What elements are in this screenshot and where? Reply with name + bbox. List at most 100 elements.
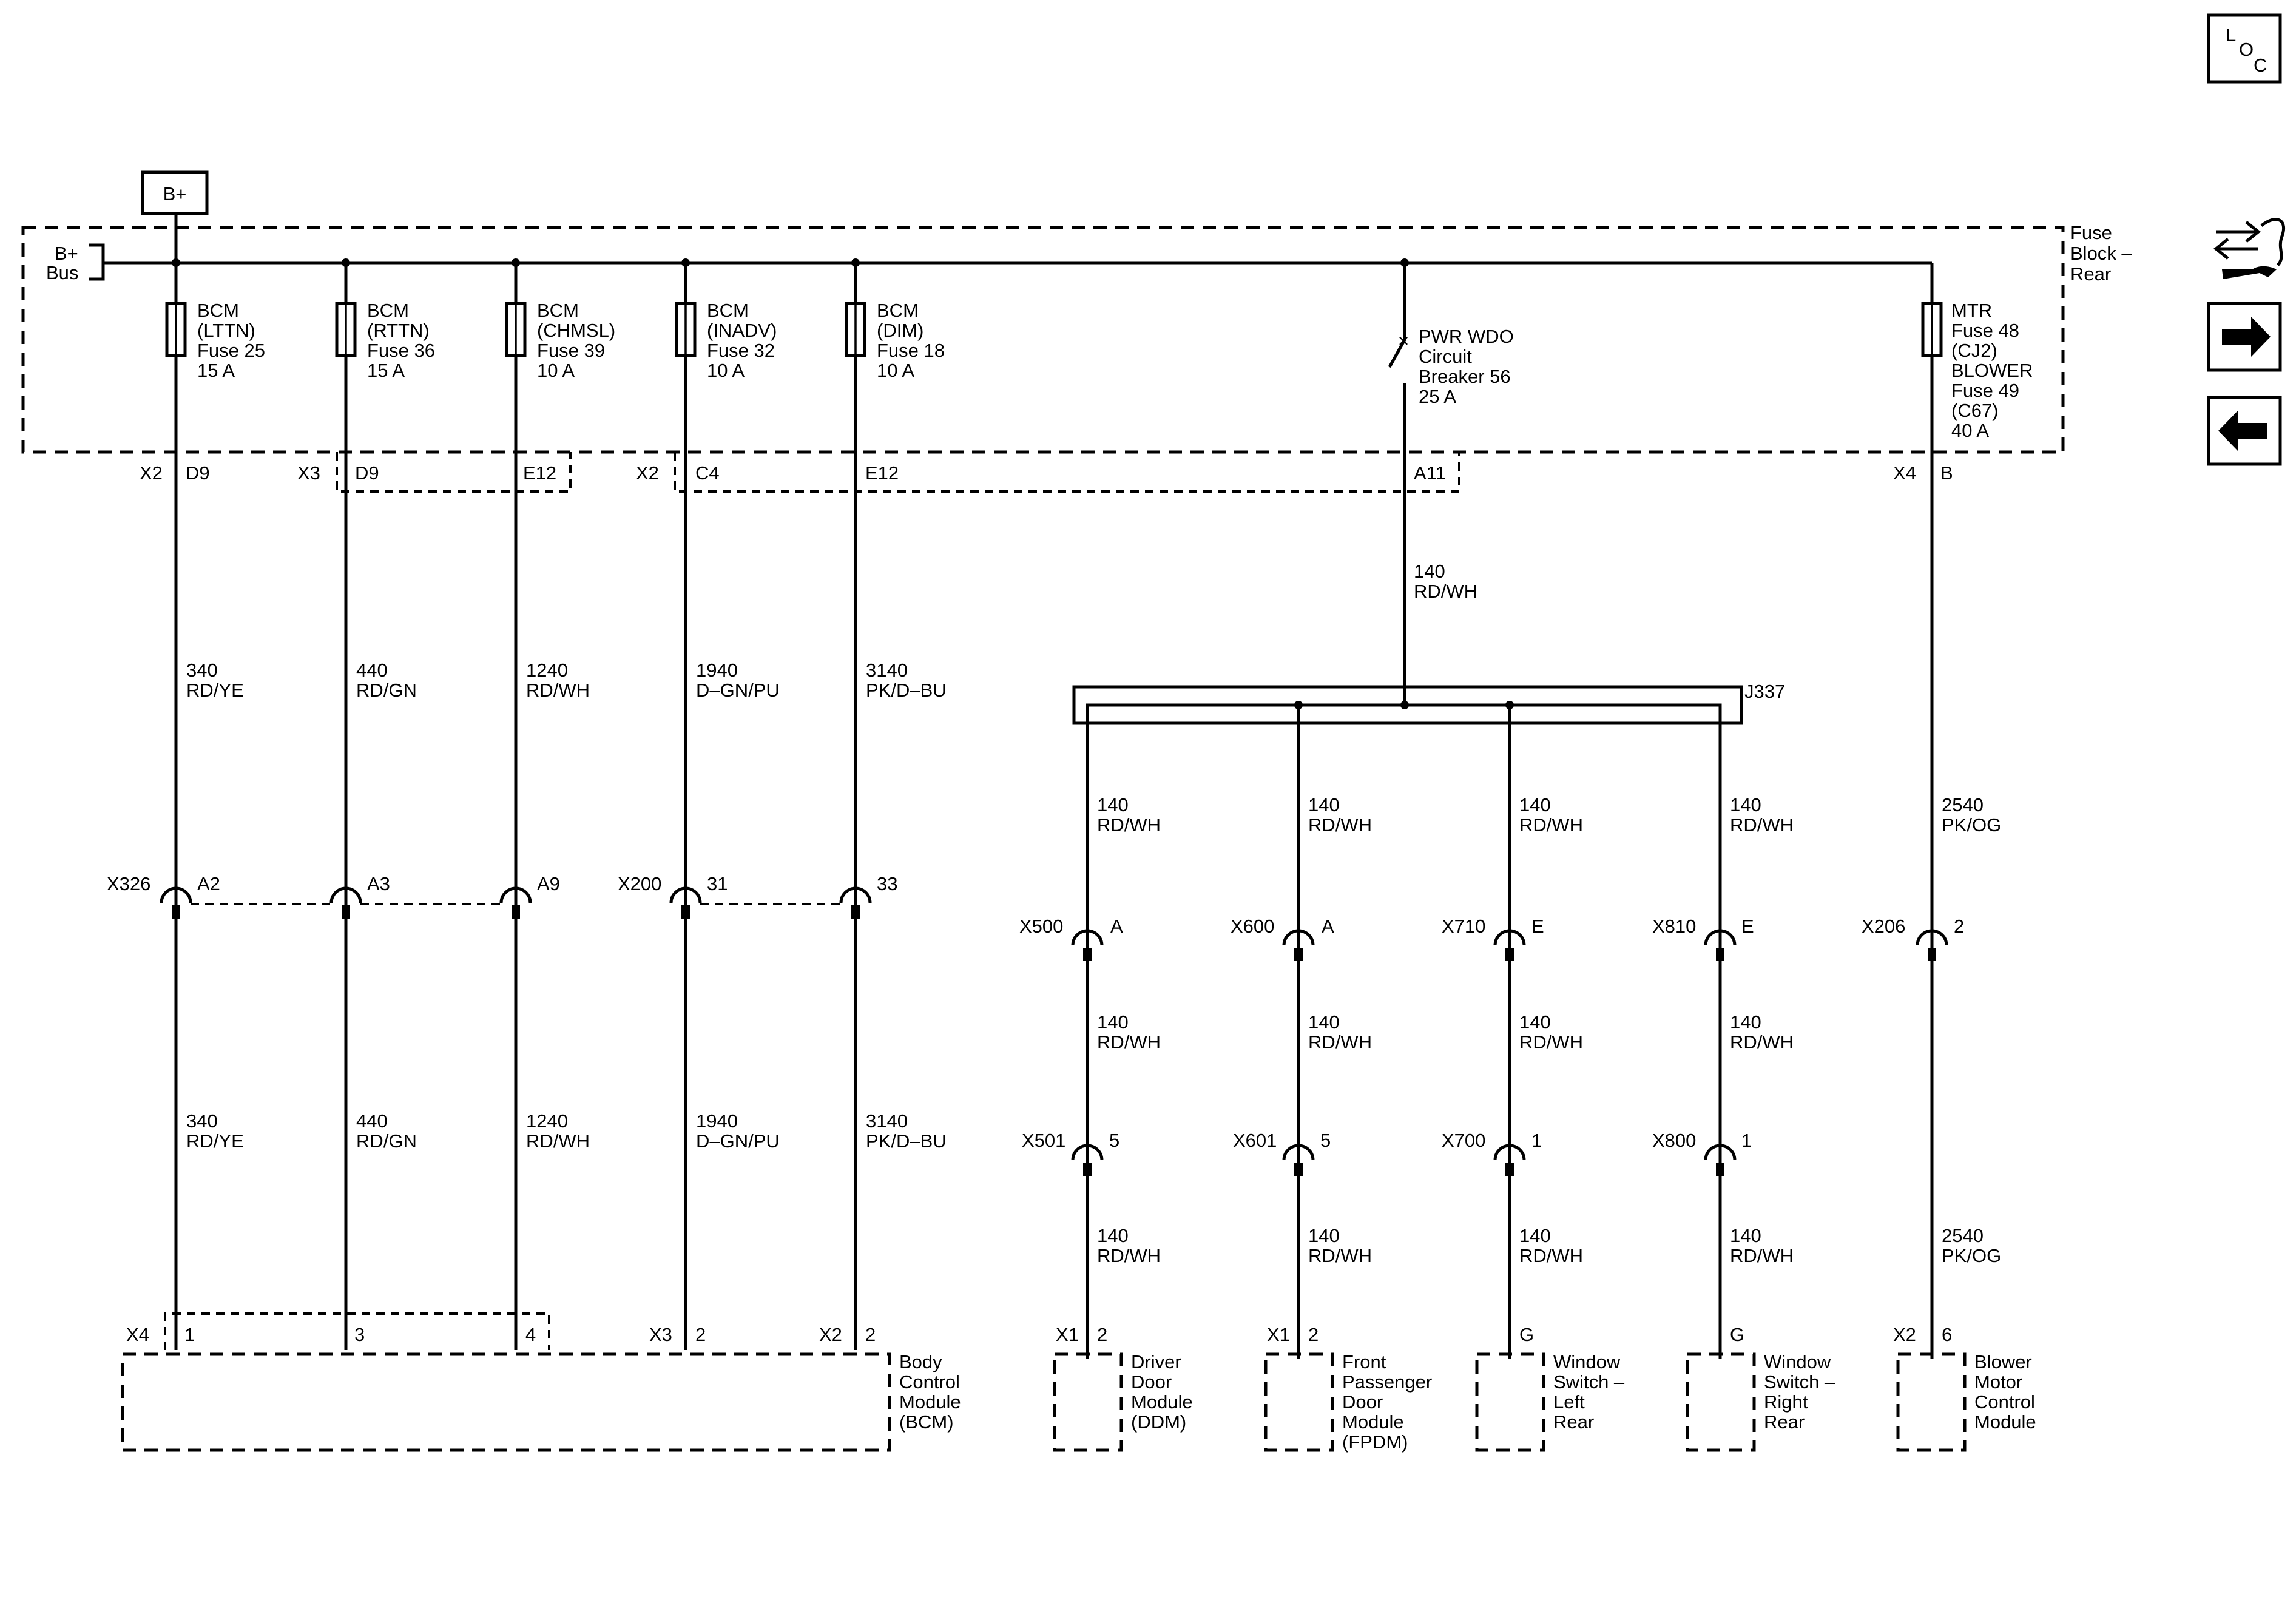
wire-440-upper-num: 440 (356, 660, 388, 681)
fuse-block-rear-outline (21, 226, 2065, 454)
branch-4-wire3-color: RD/WH (1730, 1245, 1794, 1266)
x206-conn-label: X206 (1862, 916, 1905, 937)
branch-2-wire1-color: RD/WH (1308, 814, 1372, 836)
branch-4-wire2-num: 140 (1730, 1011, 1761, 1033)
fuse-3-line-3: Fuse 39 (537, 340, 605, 361)
branch-2-conn2: X601 (1233, 1130, 1277, 1151)
fb-pin-2-pin: D9 (355, 462, 379, 484)
fuse-inadv (675, 263, 697, 357)
x326-pin-a3: A3 (367, 873, 390, 894)
fuse-2-line-4: 15 A (367, 360, 405, 381)
fuse-block-x2-connector-outline (674, 452, 1460, 493)
blower-module-line-3: Control (1974, 1391, 2035, 1413)
blower-module-line-1: Blower (1974, 1351, 2032, 1372)
fuse-mtr-blower (1921, 263, 1943, 357)
fb-pin-1-pin: D9 (186, 462, 210, 484)
branch-4-wire3-num: 140 (1730, 1225, 1761, 1246)
wire-1940-lower-color: D–GN/PU (696, 1130, 780, 1152)
fuse-5-line-3: Fuse 18 (877, 340, 945, 361)
bcm-module-line-1: Body (899, 1351, 942, 1372)
fpdm-line-1: Front (1342, 1351, 1386, 1372)
arrow-left-icon (2218, 411, 2267, 451)
loc-letter-c: C (2254, 55, 2267, 76)
fuse-6-line-2: Fuse 48 (1951, 320, 2019, 341)
fuse-1-line-4: 15 A (197, 360, 235, 381)
wire-2540-upper-num: 2540 (1942, 794, 1984, 815)
blower-mpin: 6 (1942, 1324, 1952, 1345)
fuse-5-line-4: 10 A (877, 360, 914, 381)
window-switch-right-rear-outline (1686, 1352, 1756, 1452)
wire-340-upper-num: 340 (186, 660, 218, 681)
fuse-3-line-4: 10 A (537, 360, 575, 381)
ws-left-line-3: Left (1553, 1391, 1585, 1413)
branch-2-wire2-color: RD/WH (1308, 1031, 1372, 1053)
branch-4-mpin: G (1730, 1324, 1744, 1345)
ddm-line-4: (DDM) (1131, 1411, 1186, 1433)
branch-1-wire2-color: RD/WH (1097, 1031, 1161, 1053)
branch-1-mpin: 2 (1097, 1324, 1107, 1345)
fuse-chmsl (505, 263, 527, 357)
bcm-pin-4: 4 (525, 1324, 536, 1345)
bcm-pin-1: 1 (184, 1324, 195, 1345)
bcm-pin-6-conn: X2 (819, 1324, 842, 1345)
next-page-button[interactable] (2207, 302, 2282, 372)
previous-page-button[interactable] (2207, 396, 2282, 466)
fuse-block-x3-connector-outline (336, 452, 572, 493)
branch-4-wire1-color: RD/WH (1730, 814, 1794, 836)
fuse-2-line-2: (RTTN) (367, 320, 430, 341)
ws-right-line-2: Switch – (1764, 1371, 1835, 1393)
branch-4-wire1-num: 140 (1730, 794, 1761, 815)
branch-2-wire3-num: 140 (1308, 1225, 1340, 1246)
fuse-lttn (165, 263, 187, 357)
loc-letter-o: O (2239, 39, 2254, 60)
ws-left-line-1: Window (1553, 1351, 1621, 1372)
fuse-6-line-5: Fuse 49 (1951, 380, 2019, 401)
x200-pin-31: 31 (707, 873, 728, 894)
breaker-line-3: Breaker 56 (1419, 366, 1511, 387)
wire-140-feed-num: 140 (1414, 561, 1445, 582)
wire-2540-upper-color: PK/OG (1942, 814, 2001, 836)
fpdm-line-5: (FPDM) (1342, 1431, 1408, 1453)
ddm-line-3: Module (1131, 1391, 1193, 1413)
branch-1-wire1-color: RD/WH (1097, 814, 1161, 836)
fuse-6-line-7: 40 A (1951, 420, 1989, 441)
blower-mconn: X2 (1893, 1324, 1916, 1345)
fb-pin-3-pin: E12 (523, 462, 556, 484)
fb-pin-4-pin: C4 (695, 462, 720, 484)
blower-module-line-2: Motor (1974, 1371, 2022, 1393)
fuse-6-line-6: (C67) (1951, 400, 1999, 421)
x326-conn-label: X326 (107, 873, 150, 894)
branch-3-pin1: E (1531, 916, 1544, 937)
locator-button[interactable]: L O C (2207, 13, 2282, 84)
ddm-line-2: Door (1131, 1371, 1172, 1393)
bus-label-1: B+ (55, 243, 78, 264)
bcm-module-line-3: Module (899, 1391, 961, 1413)
wire-3140-upper-color: PK/D–BU (866, 680, 947, 701)
fuse-1-line-1: BCM (197, 300, 239, 321)
fpdm-line-2: Passenger (1342, 1371, 1432, 1393)
branch-3-wire3-color: RD/WH (1519, 1245, 1583, 1266)
branch-3-wire2-num: 140 (1519, 1011, 1551, 1033)
ws-right-line-3: Right (1764, 1391, 1808, 1413)
branch-1-conn2: X501 (1022, 1130, 1065, 1151)
branch-3-wire1-color: RD/WH (1519, 814, 1583, 836)
fuse-5-line-2: (DIM) (877, 320, 923, 341)
bcm-circuit-wires (174, 452, 857, 1350)
bcm-module-line-4: (BCM) (899, 1411, 954, 1433)
wire-2540-lower-num: 2540 (1942, 1225, 1984, 1246)
branch-2-wire1-num: 140 (1308, 794, 1340, 815)
wire-340-upper-color: RD/YE (186, 680, 244, 701)
branch-3-wire1-num: 140 (1519, 794, 1551, 815)
fuse-2-line-1: BCM (367, 300, 409, 321)
ws-right-line-4: Rear (1764, 1411, 1805, 1433)
bcm-module-line-2: Control (899, 1371, 960, 1393)
component-connector-icon[interactable] (2213, 218, 2286, 279)
wire-1940-lower-num: 1940 (696, 1110, 738, 1132)
fuse-1-line-2: (LTTN) (197, 320, 255, 341)
fuse-4-line-1: BCM (707, 300, 749, 321)
breaker-line-4: 25 A (1419, 386, 1456, 407)
fb-pin-7-pin: B (1940, 462, 1953, 484)
ws-left-line-2: Switch – (1553, 1371, 1625, 1393)
bcm-pin-6: 2 (865, 1324, 876, 1345)
